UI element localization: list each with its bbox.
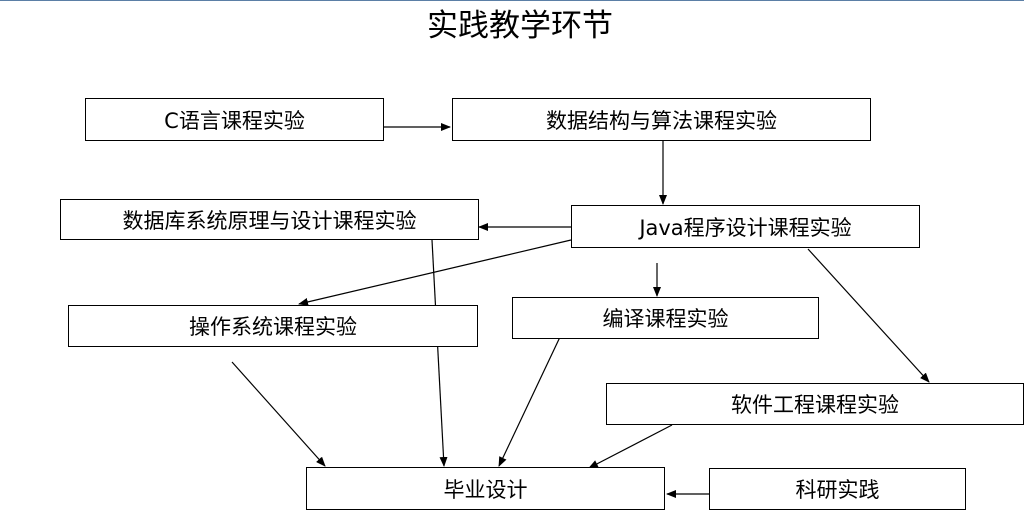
arrow-java-to-os [298, 239, 572, 306]
page-title: 实践教学环节 [427, 8, 613, 44]
arrow-os-to-graduation [231, 361, 326, 467]
node-ds-lab-label: 数据结构与算法课程实验 [546, 108, 777, 133]
node-java-lab: Java程序设计课程实验 [571, 205, 920, 248]
node-os-lab-label: 操作系统课程实验 [189, 315, 357, 339]
node-research-label: 科研实践 [795, 478, 880, 502]
node-compiler-lab: 编译课程实验 [512, 297, 819, 339]
node-research: 科研实践 [709, 468, 966, 510]
arrow-compiler-to-graduation [498, 336, 561, 467]
arrow-se-to-graduation [588, 424, 673, 469]
node-os-lab: 操作系统课程实验 [68, 305, 478, 347]
node-ds-lab: 数据结构与算法课程实验 [452, 98, 871, 141]
node-c-lab-label: C语言课程实验 [164, 108, 305, 133]
node-compiler-lab-label: 编译课程实验 [602, 307, 729, 331]
arrow-db-to-graduation [431, 239, 448, 467]
node-graduation: 毕业设计 [306, 467, 665, 510]
node-db-lab-label: 数据库系统原理与设计课程实验 [122, 208, 417, 233]
arrow-java-to-se [807, 248, 930, 383]
node-c-lab: C语言课程实验 [85, 98, 384, 141]
node-se-lab-label: 软件工程课程实验 [731, 393, 899, 417]
node-db-lab: 数据库系统原理与设计课程实验 [60, 199, 479, 240]
node-graduation-label: 毕业设计 [443, 477, 528, 502]
node-java-lab-label: Java程序设计课程实验 [639, 215, 852, 240]
node-se-lab: 软件工程课程实验 [606, 383, 1024, 425]
top-border-line [0, 0, 1024, 1]
